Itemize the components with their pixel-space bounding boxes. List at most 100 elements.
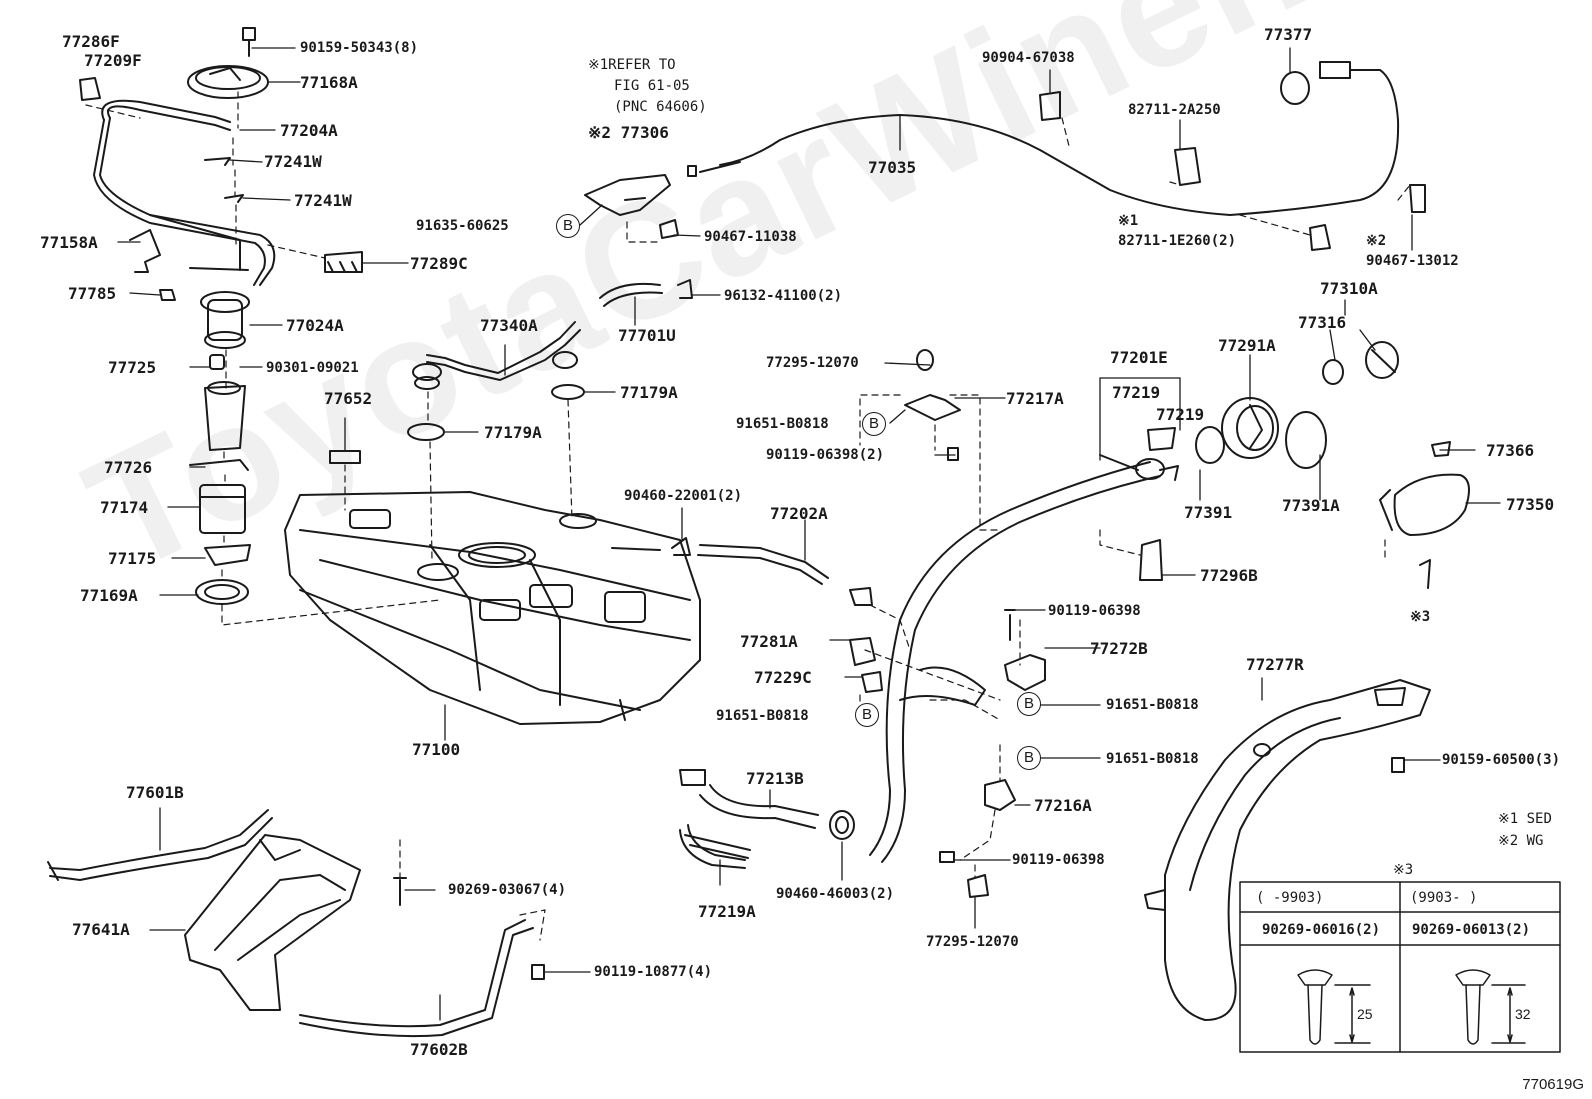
dashed-lines <box>85 91 1411 941</box>
part-label-91651-B0818-a: 91651-B0818 <box>736 416 829 432</box>
part-label-77204A: 77204A <box>280 121 338 140</box>
part-label-77241W-upper: 77241W <box>264 152 322 171</box>
part-label-90467-13012: 90467-13012 <box>1366 253 1459 269</box>
protector-77277R <box>1144 679 1431 1021</box>
bracket-77306 <box>584 174 679 239</box>
part-label-91635-60625: 91635-60625 <box>416 218 509 234</box>
part-label-90460-22001: 90460-22001(2) <box>624 488 743 504</box>
hoses <box>611 537 855 869</box>
part-label-77035: 77035 <box>868 158 917 177</box>
part-label-77216A: 77216A <box>1034 796 1092 815</box>
part-label-90904-67038: 90904-67038 <box>982 50 1075 66</box>
part-label-77652: 77652 <box>324 389 373 408</box>
part-label-77168A: 77168A <box>300 73 358 92</box>
part-label-77295-12070-top: 77295-12070 <box>766 355 859 371</box>
refer-note-line3: (PNC 64606) <box>614 99 707 115</box>
table-col2-dimension: 32 <box>1515 1006 1531 1022</box>
part-label-77202A: 77202A <box>770 504 828 523</box>
part-label-90119-06398-a: 90119-06398 <box>1048 603 1141 619</box>
part-label-91651-B0818-d: 91651-B0818 <box>1106 751 1199 767</box>
part-label-77340A: 77340A <box>480 316 538 335</box>
part-label-90119-10877: 90119-10877(4) <box>594 964 713 980</box>
note-star3: ※3 <box>1410 609 1431 625</box>
table-star3: ※3 <box>1393 862 1414 878</box>
part-label-77310A: 77310A <box>1320 279 1378 298</box>
table-col2-part: 90269-06013(2) <box>1412 922 1531 938</box>
part-label-90460-46003: 90460-46003(2) <box>776 886 895 902</box>
part-label-90119-06398-2: 90119-06398(2) <box>766 447 885 463</box>
part-label-77281A: 77281A <box>740 632 798 651</box>
part-label-77785: 77785 <box>68 284 117 303</box>
part-label-77725: 77725 <box>108 358 157 377</box>
part-label-77289C: 77289C <box>410 254 468 273</box>
part-label-77641A: 77641A <box>72 920 130 939</box>
part-label-77701U: 77701U <box>618 326 676 345</box>
ref-marker-b: B <box>862 412 886 436</box>
protector-77641A <box>184 834 361 1011</box>
part-label-90301-09021: 90301-09021 <box>266 360 359 376</box>
ref-marker-b: B <box>855 703 879 727</box>
dimension-table <box>1239 881 1561 1053</box>
part-label-77217A: 77217A <box>1006 389 1064 408</box>
legend-note-sed: ※1 SED <box>1498 811 1552 827</box>
table-col2-header: (9903- ) <box>1410 890 1478 906</box>
part-label-77277R: 77277R <box>1246 655 1304 674</box>
fuel-line-77209F <box>93 99 276 286</box>
part-label-77391A: 77391A <box>1282 496 1340 515</box>
ref-marker-b: B <box>1017 692 1041 716</box>
part-label-90119-06398-b: 90119-06398 <box>1012 852 1105 868</box>
part-label-77316: 77316 <box>1298 313 1347 332</box>
diagram-code: 770619G <box>1522 1076 1584 1093</box>
part-label-91651-B0818-b: 91651-B0818 <box>716 708 809 724</box>
part-label-91651-B0818-c: 91651-B0818 <box>1106 697 1199 713</box>
part-label-77213B: 77213B <box>746 769 804 788</box>
part-label-82711-2A250: 82711-2A250 <box>1128 102 1221 118</box>
part-label-77286F: 77286F <box>62 32 120 51</box>
bracket-77602B <box>299 919 534 1038</box>
part-label-90269-03067: 90269-03067(4) <box>448 882 567 898</box>
part-label-77179A-left: 77179A <box>484 423 542 442</box>
part-label-90159-60500: 90159-60500(3) <box>1442 752 1561 768</box>
part-label-77209F: 77209F <box>84 51 142 70</box>
part-label-77100: 77100 <box>412 740 461 759</box>
part-label-77219-top: 77219 <box>1112 383 1161 402</box>
part-label-82711-1E260: 82711-1E260(2) <box>1118 233 1237 249</box>
part-label-77350: 77350 <box>1506 495 1555 514</box>
pump-assembly-parts <box>79 27 363 605</box>
part-label-77366: 77366 <box>1486 441 1535 460</box>
clamps-middle <box>393 349 1405 980</box>
table-col1-header: ( -9903) <box>1256 890 1324 906</box>
part-label-77169A: 77169A <box>80 586 138 605</box>
ref-marker-b: B <box>1017 746 1041 770</box>
leader-lines <box>117 47 1501 1021</box>
note-star1: ※1 <box>1118 213 1139 229</box>
part-label-77601B: 77601B <box>126 783 184 802</box>
part-label-96132-41100: 96132-41100(2) <box>724 288 843 304</box>
part-label-77201E: 77201E <box>1110 348 1168 367</box>
part-label-77175: 77175 <box>108 549 157 568</box>
part-label-77306: ※2 77306 <box>588 123 669 142</box>
refer-note-line2: FIG 61-05 <box>614 78 690 94</box>
part-label-90159-50343: 90159-50343(8) <box>300 40 419 56</box>
part-label-77219A: 77219A <box>698 902 756 921</box>
refer-note-line1: ※1REFER TO <box>588 57 676 73</box>
part-label-90467-11038: 90467-11038 <box>704 229 797 245</box>
bracket-77601B <box>47 809 273 881</box>
part-label-77158A: 77158A <box>40 233 98 252</box>
table-col1-part: 90269-06016(2) <box>1262 922 1381 938</box>
note-star2: ※2 <box>1366 233 1387 249</box>
part-label-77179A-right: 77179A <box>620 383 678 402</box>
part-label-77174: 77174 <box>100 498 149 517</box>
part-label-77272B: 77272B <box>1090 639 1148 658</box>
part-label-77295-12070-bottom: 77295-12070 <box>926 934 1019 950</box>
part-label-77391: 77391 <box>1184 503 1233 522</box>
part-label-77219-mid: 77219 <box>1156 405 1205 424</box>
part-label-77024A: 77024A <box>286 316 344 335</box>
cable-77035 <box>687 61 1426 251</box>
part-label-77377: 77377 <box>1264 25 1313 44</box>
part-label-77291A: 77291A <box>1218 336 1276 355</box>
part-label-77241W-lower: 77241W <box>294 191 352 210</box>
fuel-inlet-cap <box>1195 341 1470 589</box>
